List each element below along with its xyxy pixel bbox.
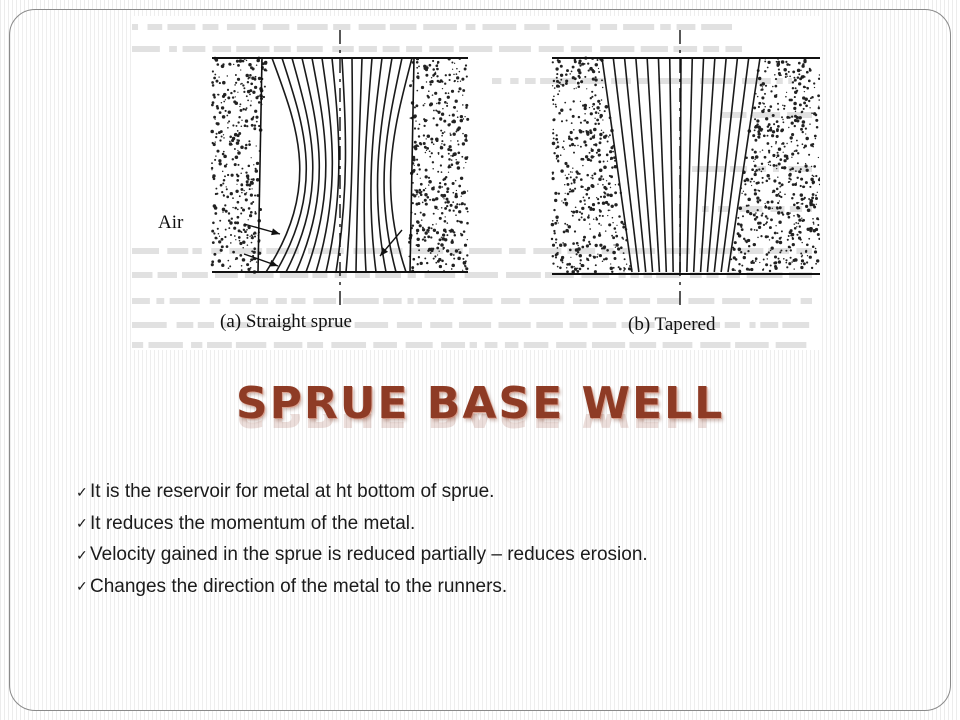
bullet-item: ✓It is the reservoir for metal at ht bot… [76, 476, 648, 508]
bullet-text: Velocity gained in the sprue is reduced … [90, 544, 648, 565]
checkmark-icon: ✓ [76, 546, 88, 563]
bullet-list: ✓It is the reservoir for metal at ht bot… [76, 476, 648, 602]
sprue-diagram [132, 24, 820, 348]
bullet-text: It reduces the momentum of the metal. [90, 512, 416, 534]
slide-title: Sprue Base Well [235, 378, 725, 429]
checkmark-icon: ✓ [76, 483, 88, 500]
air-label: Air [158, 212, 184, 233]
bullet-item: ✓Changes the direction of the metal to t… [76, 571, 648, 603]
checkmark-icon: ✓ [76, 515, 88, 532]
caption-tapered: (b) Tapered [628, 314, 716, 335]
bullet-item: ✓Velocity gained in the sprue is reduced… [76, 539, 648, 571]
bullet-text: Changes the direction of the metal to th… [90, 575, 508, 597]
bullet-item: ✓It reduces the momentum of the metal. [76, 508, 648, 540]
sprue-figure: Air (a) Straight sprue (b) Tapered [132, 16, 820, 350]
checkmark-icon: ✓ [76, 578, 88, 595]
caption-straight-sprue: (a) Straight sprue [220, 311, 352, 332]
bullet-text: It is the reservoir for metal at ht bott… [90, 481, 495, 502]
